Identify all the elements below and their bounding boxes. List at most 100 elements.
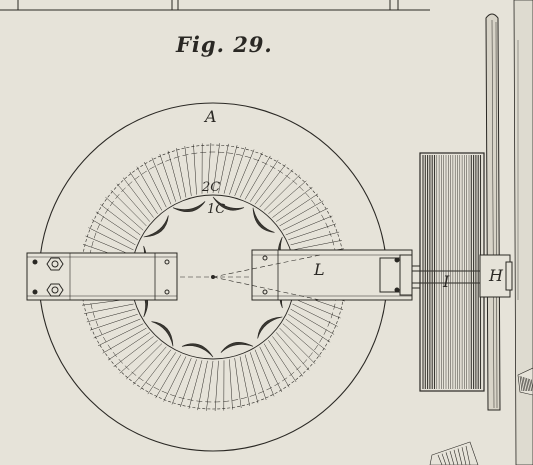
vane-line bbox=[206, 360, 214, 411]
fragment-hatch bbox=[461, 447, 467, 465]
vane-line bbox=[93, 318, 141, 339]
vane-line bbox=[234, 358, 242, 409]
vane-line bbox=[239, 356, 250, 406]
vane-line bbox=[244, 155, 271, 200]
vane-line bbox=[140, 349, 172, 390]
vane-line bbox=[113, 336, 154, 368]
fragment-hatch bbox=[449, 451, 455, 465]
bucket-blade bbox=[172, 201, 206, 213]
fragment-hatch bbox=[465, 445, 471, 465]
vane-line bbox=[214, 360, 219, 412]
label-h: H bbox=[489, 266, 503, 285]
vane-line bbox=[86, 308, 136, 323]
vane-line bbox=[272, 186, 313, 218]
vane-line bbox=[249, 352, 267, 401]
fragment-hatch bbox=[526, 377, 529, 392]
shaft-centre bbox=[211, 275, 215, 279]
vane-line bbox=[282, 323, 321, 358]
fragment-hatch bbox=[529, 378, 532, 392]
vane-line bbox=[180, 359, 197, 408]
vane-line bbox=[136, 166, 163, 211]
vane-line bbox=[254, 164, 286, 205]
vane-line bbox=[176, 148, 187, 198]
fragment-hatch bbox=[527, 378, 531, 392]
vane-line bbox=[122, 177, 154, 218]
vane-line bbox=[234, 149, 255, 196]
vane-line bbox=[285, 318, 326, 350]
vane-line bbox=[105, 196, 144, 231]
vane-line bbox=[89, 313, 138, 331]
fragment-hatch bbox=[453, 449, 459, 465]
vane-line bbox=[268, 340, 297, 383]
vane-line bbox=[126, 343, 163, 380]
vane-line bbox=[95, 211, 138, 241]
fragment-hatch bbox=[522, 376, 526, 392]
vane-line bbox=[91, 219, 136, 246]
bucket-blade bbox=[252, 207, 275, 233]
vane-line bbox=[132, 346, 167, 385]
vane-line bbox=[102, 327, 147, 354]
vane-line bbox=[212, 143, 220, 194]
page-edge bbox=[513, 0, 533, 465]
fragment-hatch bbox=[524, 377, 528, 392]
bucket-blade bbox=[257, 316, 283, 339]
vane-line bbox=[239, 152, 263, 198]
vane-line bbox=[163, 356, 187, 402]
vane-line bbox=[129, 171, 158, 214]
label-2c: 2C bbox=[202, 180, 221, 195]
vane-line bbox=[155, 354, 182, 399]
label-l: L bbox=[314, 260, 325, 279]
bucket-blade bbox=[220, 341, 254, 353]
vane-line bbox=[292, 303, 338, 327]
vane-line bbox=[288, 223, 337, 241]
label-i: I bbox=[443, 272, 450, 291]
drum-shading bbox=[422, 155, 482, 389]
vane-line bbox=[292, 240, 342, 251]
vane-line bbox=[100, 204, 141, 236]
vane-line bbox=[259, 346, 283, 393]
vane-line bbox=[151, 157, 172, 205]
fragment-hatch bbox=[445, 452, 451, 465]
vane-line bbox=[268, 180, 307, 214]
fragment-shape bbox=[429, 441, 479, 465]
vane-line bbox=[249, 159, 279, 202]
top-frame bbox=[0, 0, 430, 11]
vane-line bbox=[288, 313, 331, 343]
vane-line bbox=[276, 193, 319, 222]
vane-line bbox=[110, 190, 147, 227]
bucket-blade bbox=[212, 196, 245, 211]
vane-line bbox=[207, 142, 212, 194]
vane-line bbox=[171, 358, 192, 405]
vane-line bbox=[279, 327, 316, 364]
vane-line bbox=[223, 145, 238, 194]
right-bearing-bracket bbox=[251, 249, 413, 301]
vane-line bbox=[97, 323, 144, 347]
vane-line bbox=[294, 298, 341, 319]
vane-line bbox=[254, 349, 275, 397]
vane-line bbox=[282, 207, 329, 231]
vane-line bbox=[143, 161, 167, 208]
belt-post bbox=[479, 13, 513, 411]
vane-line bbox=[263, 174, 300, 211]
fragment-hatch bbox=[519, 375, 523, 392]
fragment-hatch bbox=[457, 448, 463, 465]
vane-line bbox=[159, 153, 177, 202]
vane-line bbox=[184, 145, 192, 196]
bucket-blade bbox=[181, 343, 214, 358]
vane-line bbox=[276, 332, 310, 371]
vane-line bbox=[116, 183, 150, 222]
label-1c: 1C bbox=[207, 202, 226, 217]
adjacent-figure-fragments bbox=[429, 367, 533, 465]
figure-title: Fig. 29. bbox=[176, 32, 273, 57]
vane-line bbox=[259, 169, 294, 208]
bucket-blade bbox=[151, 321, 174, 347]
vane-line bbox=[85, 235, 132, 256]
vane-line bbox=[88, 227, 134, 251]
vane-line bbox=[197, 360, 208, 411]
vane-line bbox=[229, 359, 233, 410]
hex-nut-icon bbox=[46, 257, 64, 297]
vane-line bbox=[84, 303, 134, 314]
vane-line bbox=[147, 352, 177, 395]
